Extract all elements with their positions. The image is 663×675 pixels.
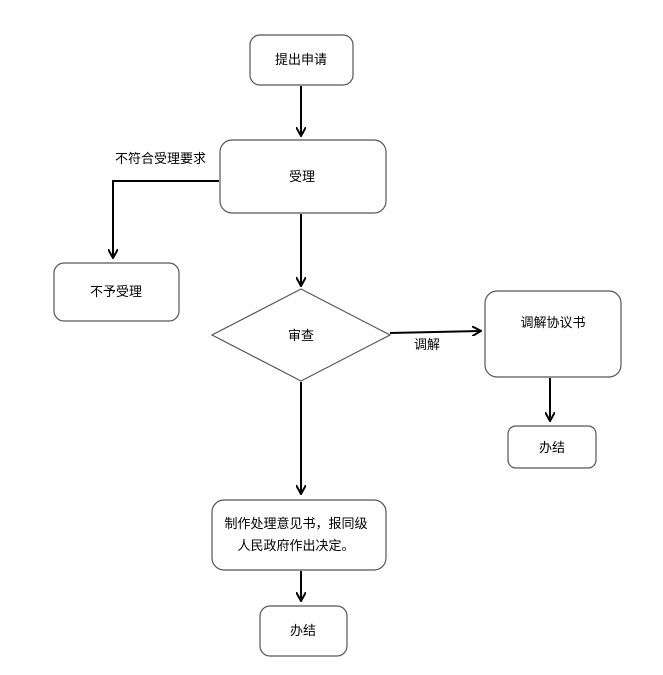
not-accepted-node — [53, 262, 180, 322]
decision-label-line1: 制作处理意见书，报同级 — [224, 516, 367, 532]
reject-condition-label: 不符合受理要求 — [115, 151, 206, 167]
mediate-label: 调解 — [414, 338, 440, 353]
done-bottom-node — [259, 605, 348, 657]
done-bottom-label: 办结 — [290, 624, 316, 639]
mediation-agreement-label: 调解协议书 — [520, 316, 585, 331]
not-accepted-label: 不予受理 — [90, 285, 142, 300]
arrow-accept-to-not-accepted — [113, 180, 219, 257]
accept-node — [219, 139, 387, 214]
done-right-label: 办结 — [539, 441, 565, 456]
review-node — [210, 288, 392, 382]
accept-label: 受理 — [289, 170, 315, 185]
decision-label-line2: 人民政府作出决定。 — [237, 539, 354, 554]
apply-node — [249, 34, 354, 86]
done-right-node — [507, 425, 597, 469]
mediation-agreement-node — [484, 290, 622, 378]
apply-label: 提出申请 — [275, 52, 327, 68]
arrow-review-to-mediation — [389, 331, 480, 333]
decision-node — [211, 499, 387, 571]
review-label: 审查 — [288, 329, 314, 344]
